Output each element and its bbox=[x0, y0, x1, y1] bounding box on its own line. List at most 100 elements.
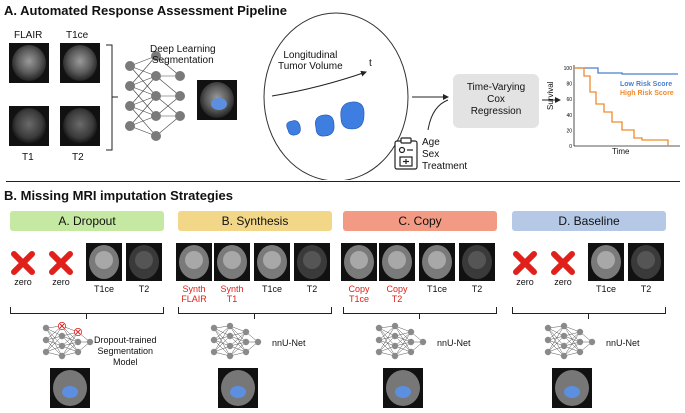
slot-label-line: Synth bbox=[182, 284, 206, 294]
segmentation-label: Deep Learning Segmentation bbox=[150, 44, 216, 66]
bracket-stem bbox=[419, 313, 420, 319]
slot-label: T2 bbox=[124, 284, 164, 294]
survival-y-tick: 20 bbox=[566, 128, 572, 134]
segmentation-label-line1: Deep Learning bbox=[150, 44, 216, 55]
patient-record-icon bbox=[394, 137, 418, 170]
segmented-output-image bbox=[218, 368, 258, 408]
mri-label-t2: T2 bbox=[72, 152, 84, 163]
strategy-bracket bbox=[10, 307, 164, 314]
slot-label-line: T2 bbox=[471, 284, 483, 294]
segmentation-label-line2: Segmentation bbox=[151, 55, 214, 66]
slot-label-line: T2 bbox=[640, 284, 652, 294]
legend-high-risk: High Risk Score bbox=[620, 90, 674, 97]
slot-label: T1ce bbox=[586, 284, 626, 294]
tumor-volume-label: Longitudinal Tumor Volume bbox=[278, 50, 343, 72]
neural-network-icon bbox=[125, 51, 185, 141]
high-risk-curve bbox=[574, 67, 669, 146]
slot-label-line: T1ce bbox=[261, 284, 282, 294]
slot-label-line: Synth bbox=[220, 284, 244, 294]
time-symbol: t bbox=[369, 58, 372, 69]
mri-thumbnail bbox=[126, 243, 162, 281]
covariates-list: Age Sex Treatment bbox=[422, 137, 467, 173]
covariate-age: Age bbox=[422, 137, 440, 148]
section-b-title: B. Missing MRI imputation Strategies bbox=[4, 188, 233, 203]
missing-x-icon bbox=[10, 250, 36, 276]
mri-bracket bbox=[106, 44, 113, 151]
bracket-stem bbox=[254, 313, 255, 319]
mri-thumbnail bbox=[176, 243, 212, 281]
model-label-line: Dropout-trained bbox=[94, 335, 157, 345]
tumor-volume-label-line2: Tumor Volume bbox=[278, 61, 343, 72]
survival-y-tick: 40 bbox=[566, 113, 572, 119]
mri-thumbnail bbox=[419, 243, 455, 281]
model-label: nnU-Net bbox=[272, 338, 306, 348]
low-risk-curve bbox=[574, 67, 678, 75]
mri-thumbnail bbox=[459, 243, 495, 281]
slot-label: zero bbox=[52, 277, 70, 287]
segmented-output-image bbox=[552, 368, 592, 408]
slot-label-line: T1ce bbox=[348, 294, 369, 304]
slot-label: zero bbox=[14, 277, 32, 287]
mri-flair-image bbox=[9, 43, 49, 83]
slot-label-line: Copy bbox=[386, 284, 408, 294]
tumor-volume-circle bbox=[263, 12, 409, 180]
mri-thumbnail bbox=[214, 243, 250, 281]
segmentation-network-icon bbox=[373, 320, 429, 362]
mri-thumbnail bbox=[628, 243, 664, 281]
slot-label: T2 bbox=[626, 284, 666, 294]
strategy-header-0: A. Dropout bbox=[10, 211, 164, 231]
mri-label-t1ce: T1ce bbox=[66, 30, 89, 41]
bracket-stem bbox=[588, 313, 589, 319]
slot-label: T1ce bbox=[252, 284, 292, 294]
model-label: nnU-Net bbox=[606, 338, 640, 348]
strategy-header-2: C. Copy bbox=[343, 211, 497, 231]
time-arrow bbox=[271, 70, 367, 97]
segmentation-network-icon bbox=[40, 320, 96, 362]
slot-label-line: T2 bbox=[391, 294, 403, 304]
model-label-line: Segmentation bbox=[97, 346, 154, 356]
survival-y-tick: 80 bbox=[566, 82, 572, 88]
strategy-header-1: B. Synthesis bbox=[178, 211, 332, 231]
slot-label-line: T2 bbox=[306, 284, 318, 294]
model-label: nnU-Net bbox=[437, 338, 471, 348]
pipeline-diagram bbox=[9, 12, 561, 180]
slot-label-line: T1ce bbox=[595, 284, 616, 294]
slot-label: zero bbox=[516, 277, 534, 287]
slot-label-line: T2 bbox=[138, 284, 150, 294]
mri-thumbnail bbox=[294, 243, 330, 281]
cox-label-line1: Time-Varying bbox=[466, 82, 526, 93]
section-a-title: A. Automated Response Assessment Pipelin… bbox=[4, 3, 287, 18]
slot-label-line: Copy bbox=[348, 284, 370, 294]
bracket-stem bbox=[86, 313, 87, 319]
cox-label-line3: Regression bbox=[470, 106, 522, 117]
slot-label: T1ce bbox=[417, 284, 457, 294]
mri-thumbnail bbox=[341, 243, 377, 281]
segmented-mri-image bbox=[197, 80, 237, 120]
legend-low-risk: Low Risk Score bbox=[620, 81, 673, 88]
slot-label: zero bbox=[554, 277, 572, 287]
missing-x-icon bbox=[48, 250, 74, 276]
mri-thumbnail bbox=[254, 243, 290, 281]
missing-x-icon bbox=[512, 250, 538, 276]
tumor-volume-label-line1: Longitudinal bbox=[283, 50, 338, 61]
covariate-treatment: Treatment bbox=[422, 161, 468, 172]
mri-t1-image bbox=[9, 106, 49, 146]
mri-t1ce-image bbox=[60, 43, 100, 83]
slot-label-line: T1ce bbox=[93, 284, 114, 294]
survival-y-tick: 60 bbox=[566, 97, 572, 103]
section-divider bbox=[6, 181, 680, 182]
tumor-volume-blobs bbox=[286, 101, 365, 137]
slot-label-line: T1 bbox=[226, 294, 238, 304]
mri-thumbnail bbox=[86, 243, 122, 281]
model-label-line: Model bbox=[113, 357, 138, 367]
mri-thumbnail bbox=[379, 243, 415, 281]
missing-x-icon bbox=[550, 250, 576, 276]
cox-regression-label: Time-Varying Cox Regression bbox=[453, 82, 539, 118]
mri-thumbnail bbox=[588, 243, 624, 281]
